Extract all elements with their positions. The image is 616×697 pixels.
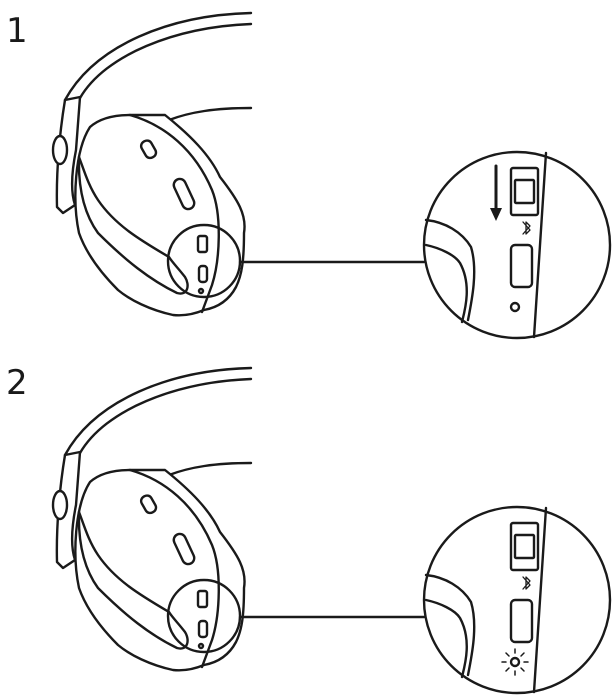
step-number-1: 1	[6, 11, 28, 51]
step-1-illustration	[51, 11, 612, 340]
step-number-2: 2	[6, 363, 28, 403]
step-2-illustration	[51, 366, 612, 695]
led-light-icon	[501, 648, 529, 676]
arrow-down-icon	[490, 164, 502, 221]
